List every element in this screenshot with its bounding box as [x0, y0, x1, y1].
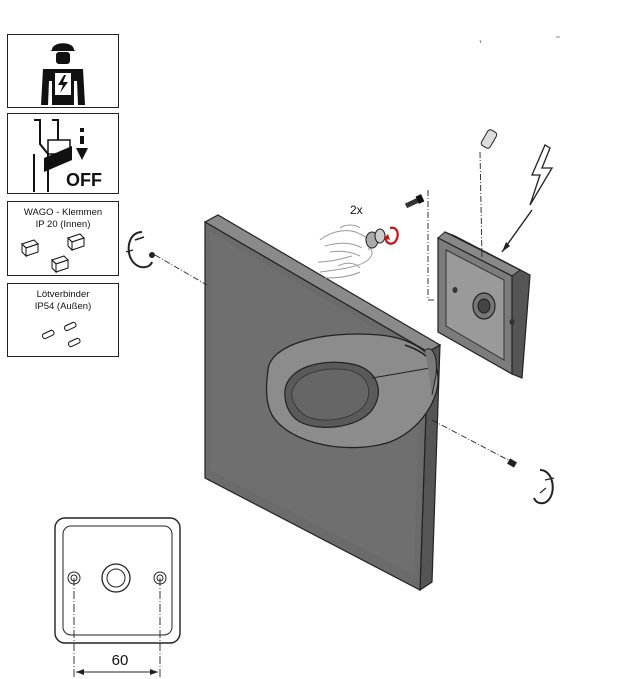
hand-tightening-illustration [317, 224, 373, 279]
front-view-plate [54, 517, 181, 679]
left-retaining-clip [125, 231, 155, 269]
wago-title: WAGO - Klemmen [23, 207, 103, 218]
off-label: OFF [66, 170, 102, 190]
mounting-screw [404, 194, 425, 209]
solder-subtitle: IP54 (Außen) [34, 301, 92, 312]
wago-terminals-panel: WAGO - Klemmen IP 20 (Innen) [7, 201, 119, 276]
mounting-box [437, 231, 531, 379]
electrician-panel [7, 34, 119, 108]
connector-pin [480, 129, 498, 149]
solder-title: Lötverbinder [36, 289, 90, 300]
wago-terminal-icon [21, 233, 85, 274]
control-knob-housing [265, 333, 439, 449]
quantity-label: 2x [350, 203, 363, 217]
lightning-icon [501, 144, 554, 253]
power-off-panel: OFF [7, 113, 119, 194]
nut-icon [365, 226, 399, 249]
wago-subtitle: IP 20 (Innen) [35, 219, 91, 230]
electrician-icon [41, 43, 85, 105]
dimension-label: 60 [111, 652, 129, 669]
right-retaining-clip [507, 458, 555, 505]
assembly-guide-lines [154, 151, 513, 463]
power-off-switch-icon [33, 119, 88, 192]
solder-connector-icon [41, 321, 81, 348]
solder-connectors-panel: Lötverbinder IP54 (Außen) [7, 283, 119, 357]
